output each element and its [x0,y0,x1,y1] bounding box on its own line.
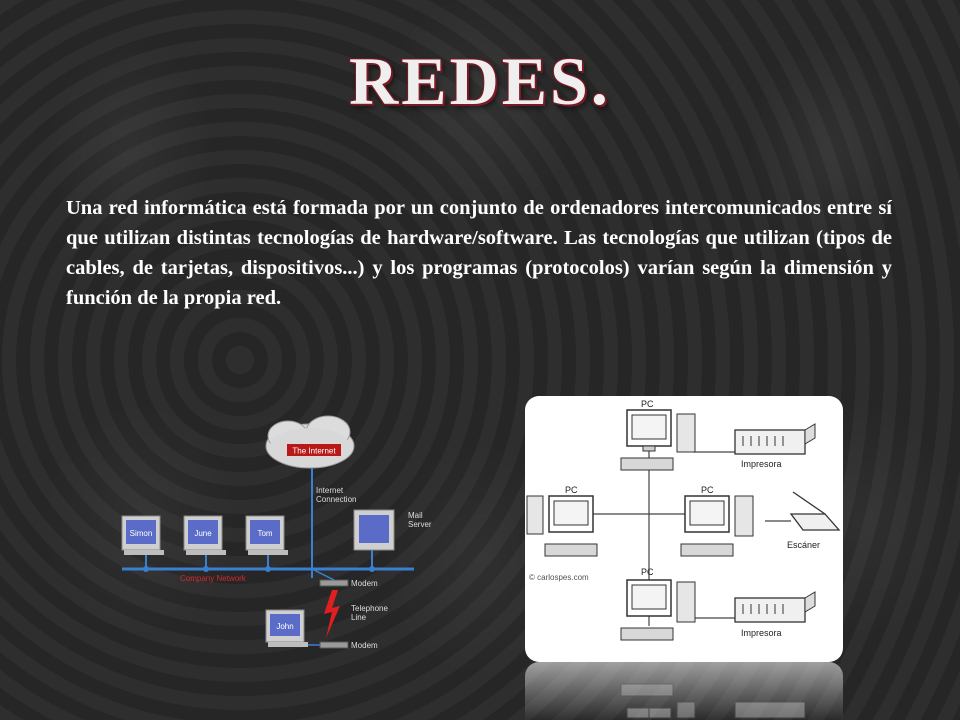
pc-bottom-label: PC [641,567,654,577]
impresora-top-label: Impresora [741,459,782,469]
computer-simon-icon [121,515,164,569]
mail-server-label-1: Mail [408,511,423,520]
lan-diagram-svg: PC Impresora PC PC [526,399,841,641]
lan-diagram-card: PC Impresora PC PC [525,396,843,662]
internet-connection-label-2: Connection [316,495,356,504]
computer-tom-icon [245,515,288,569]
modem-bottom-icon [319,641,349,649]
card-reflection [525,662,843,720]
modem-top-label: Modem [351,579,378,588]
computer-john-icon [265,609,308,647]
lightning-bolt-icon [324,590,340,638]
company-network-svg: The Internet Internet Connection Simon J… [121,415,432,650]
modem-top-icon [319,579,349,587]
computer-june-icon [183,515,226,569]
company-network-diagram: The Internet Internet Connection Simon J… [118,398,438,660]
computer-label-john: John [276,622,293,631]
computer-label-tom: Tom [257,529,272,538]
slide-paragraph: Una red informática está formada por un … [66,197,892,309]
printer-bottom-icon [734,591,816,623]
pc-top-icon [620,409,696,471]
modem-bottom-label: Modem [351,641,378,650]
company-network-label: Company Network [180,574,247,583]
pc-center-icon [680,495,754,557]
telephone-line-label-1: Telephone [351,604,388,613]
pc-left-label: PC [565,485,578,495]
computer-label-simon: Simon [130,529,153,538]
computer-label-june: June [194,529,212,538]
copyright-text: © carlospes.com [529,573,589,582]
internet-cloud-icon [265,415,355,469]
impresora-bottom-label: Impresora [741,628,782,638]
pc-top-label: PC [641,399,654,409]
pc-center-label: PC [701,485,714,495]
mail-server-icon [353,509,395,569]
pc-bottom-icon [620,579,696,641]
internet-connection-label-1: Internet [316,486,344,495]
slide-title: REDES. [349,43,611,119]
pc-left-icon [526,495,598,557]
escaner-label: Escáner [787,540,820,550]
mail-server-label-2: Server [408,520,432,529]
scanner-icon [789,491,841,531]
printer-top-icon [734,423,816,455]
card-reflection-svg [620,683,806,720]
cloud-label: The Internet [292,447,336,456]
telephone-line-label-2: Line [351,613,367,622]
